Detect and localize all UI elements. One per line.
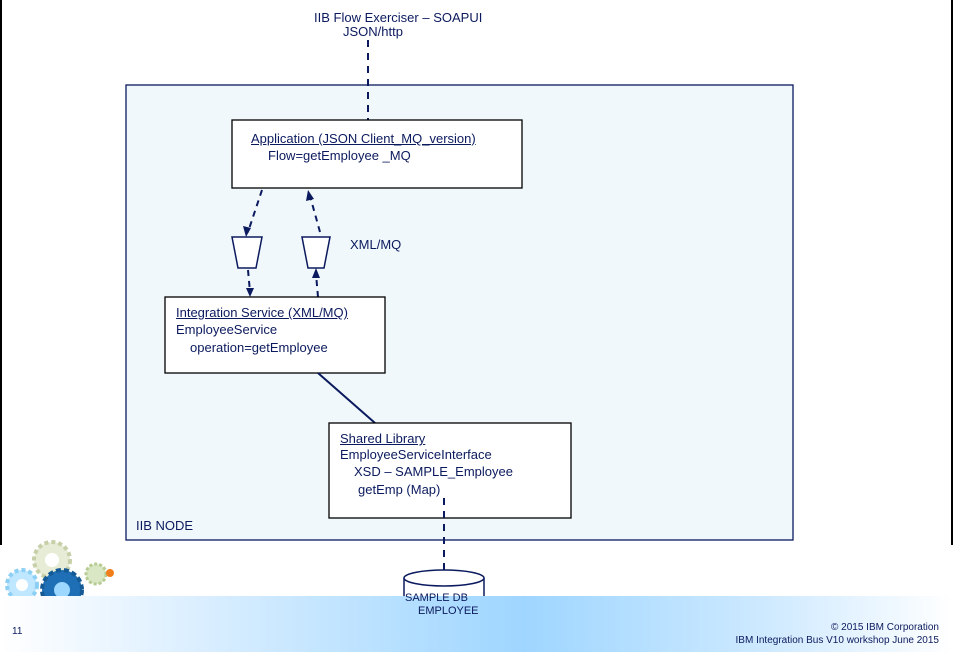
top-label-line2: JSON/http: [343, 24, 403, 39]
integration-service-title: Integration Service (XML/MQ): [176, 305, 348, 320]
request-connector-upper: [247, 189, 263, 233]
reply-arrowhead-lower: [312, 268, 320, 278]
shared-library-map: getEmp (Map): [358, 482, 441, 497]
top-label-line1: IIB Flow Exerciser – SOAPUI: [314, 10, 483, 25]
queue-protocol-label: XML/MQ: [350, 237, 402, 252]
footer-text: © 2015 IBM Corporation IBM Integration B…: [736, 621, 939, 647]
application-title: Application (JSON Client_MQ_version): [251, 131, 476, 146]
slide-right-border: [951, 0, 953, 545]
iib-node-label: IIB NODE: [136, 518, 194, 533]
integration-service-box: [164, 296, 386, 374]
application-flow: Flow=getEmployee _MQ: [268, 148, 411, 163]
shared-library-interface: EmployeeServiceInterface: [340, 447, 492, 462]
reply-connector-lower: [315, 273, 319, 298]
event-text: IBM Integration Bus V10 workshop June 20…: [735, 635, 939, 646]
slide-left-border: [0, 0, 2, 545]
request-connector-lower: [247, 269, 251, 293]
request-arrowhead-upper: [243, 226, 251, 237]
application-box: [231, 119, 523, 189]
database-label: SAMPLE DB: [405, 592, 468, 604]
copyright-text: © 2015 IBM Corporation: [831, 622, 939, 633]
shared-library-xsd: XSD – SAMPLE_Employee: [354, 464, 513, 479]
shared-library-box: [328, 422, 572, 519]
reply-arrowhead-upper: [306, 190, 314, 201]
page-number: 11: [12, 626, 23, 637]
database-table-label: EMPLOYEE: [418, 605, 479, 617]
reply-queue-icon: [301, 236, 331, 269]
library-connector: [317, 372, 376, 424]
footer-band: [0, 596, 953, 652]
request-arrowhead-lower: [246, 288, 254, 297]
integration-service-name: EmployeeService: [176, 322, 278, 337]
shared-library-title: Shared Library: [340, 431, 426, 446]
request-queue-icon: [231, 236, 263, 269]
integration-service-operation: operation=getEmployee: [190, 340, 328, 355]
